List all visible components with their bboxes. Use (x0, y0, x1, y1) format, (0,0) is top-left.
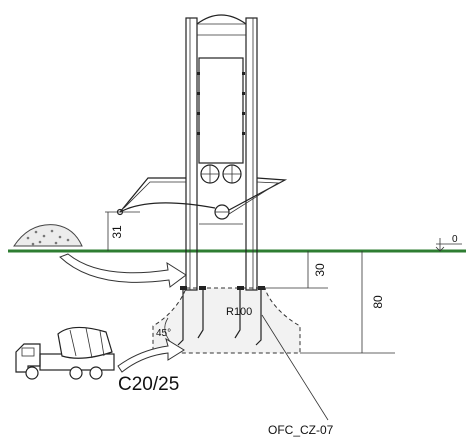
fillet-radius-label: R100 (226, 306, 252, 318)
slope-angle-label: 45° (156, 328, 171, 339)
handle-bar (116, 177, 288, 225)
dimension-80: 80 (300, 251, 395, 354)
ground-level-label: 0 (452, 234, 458, 245)
fill-arrow (59, 253, 187, 288)
frame-top-arch (196, 14, 247, 25)
gravel-pile-icon (13, 224, 83, 247)
dimension-31-label: 31 (110, 225, 124, 239)
product-code-label: OFC_CZ-07 (268, 423, 334, 437)
concrete-class-label: C20/25 (118, 374, 179, 395)
frame-posts (185, 17, 258, 291)
dimension-30: 30 (257, 251, 328, 289)
dimension-80-label: 80 (371, 295, 385, 309)
product-code-leader (261, 314, 329, 421)
concrete-foundation (152, 287, 301, 354)
equipment-panel (197, 57, 245, 164)
ground-level-marker-icon: 0 (435, 234, 462, 252)
dimension-31: 31 (105, 211, 140, 251)
concrete-mixer-truck-icon (15, 326, 115, 380)
pulley-wheels (200, 164, 242, 220)
pour-arrow (117, 337, 185, 373)
dimension-30-label: 30 (313, 263, 327, 277)
